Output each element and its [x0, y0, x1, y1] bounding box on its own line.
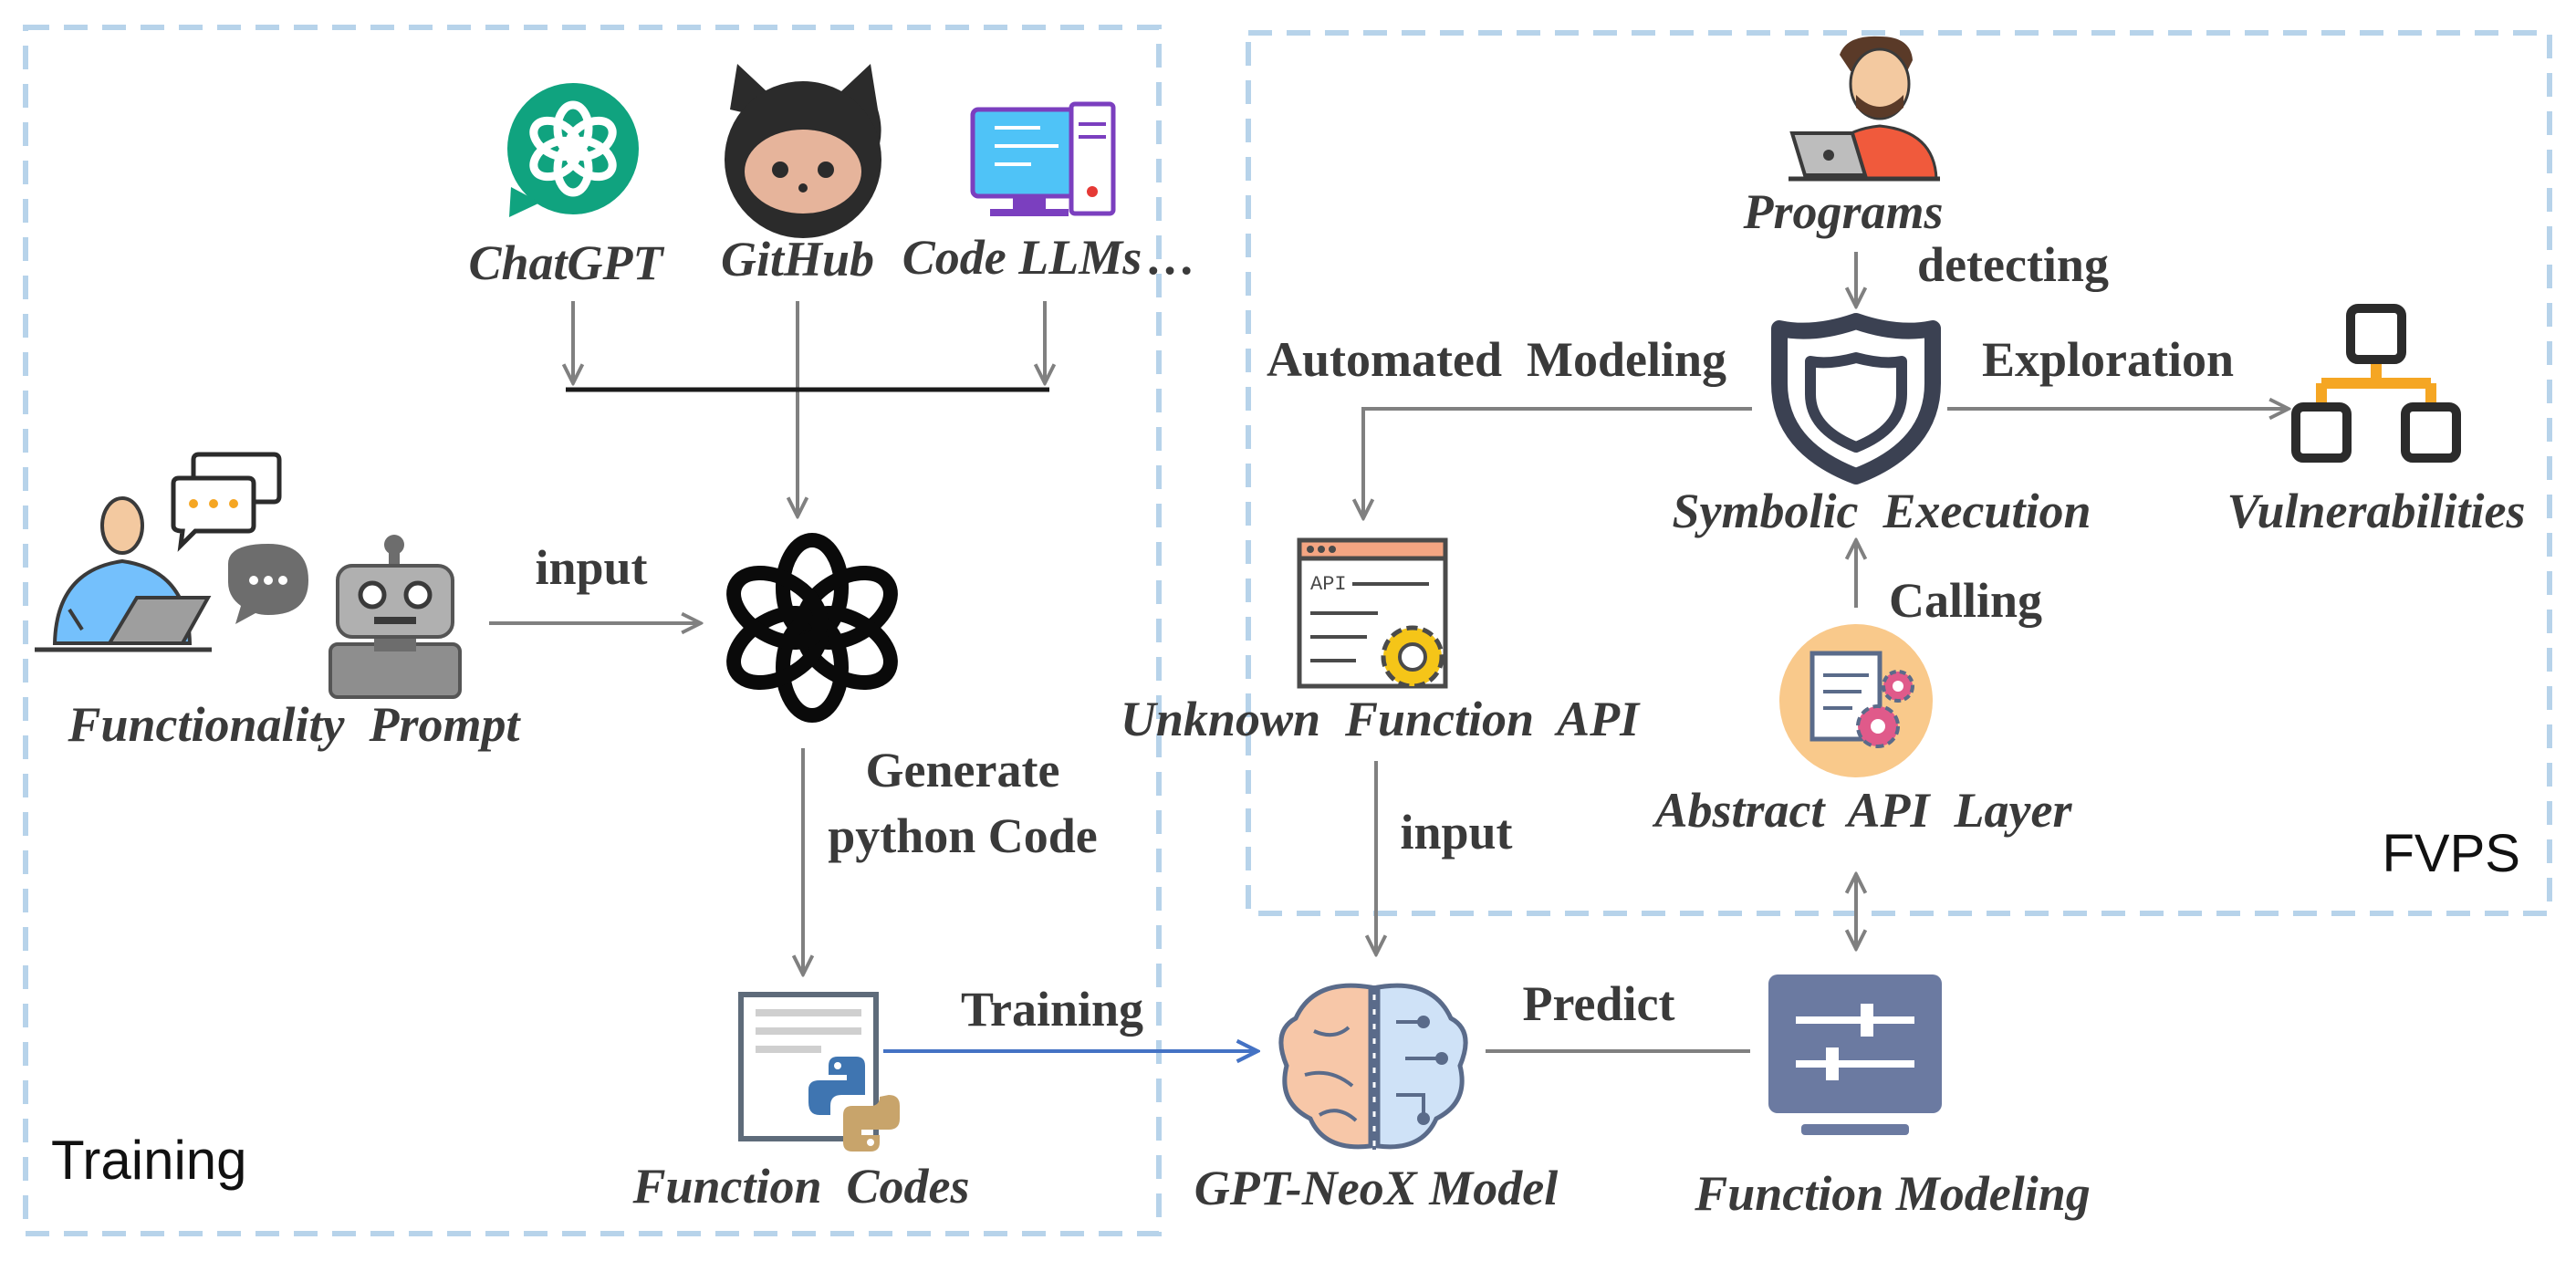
prompt-input-label: input — [535, 540, 647, 595]
fvps-region-border — [1246, 30, 2552, 916]
predict-label: Predict — [1523, 976, 1675, 1031]
detecting-label: detecting — [1917, 237, 2109, 292]
generate-label-line2: python Code — [828, 808, 1098, 863]
unknown-function-api-label: Unknown Function API — [1121, 692, 1641, 746]
generate-label-line1: Generate — [866, 743, 1060, 797]
robot-icon — [329, 535, 462, 699]
function-codes-label: Function Codes — [631, 1159, 969, 1214]
abstract-api-layer-label: Abstract API Layer — [1653, 783, 2073, 838]
shield-icon — [1771, 313, 1941, 485]
training-region-border — [23, 25, 1162, 1236]
api-window-icon: API — [1297, 537, 1448, 689]
automated-modeling-label: Automated Modeling — [1267, 332, 1726, 387]
abstract-api-layer-icon — [1779, 624, 1933, 777]
code-llms-computer-icon — [970, 101, 1116, 216]
calling-label: Calling — [1889, 573, 2042, 628]
network-hierarchy-icon — [2291, 304, 2461, 463]
training-arrow-label: Training — [961, 982, 1143, 1037]
openai-knot-icon — [726, 533, 898, 723]
programs-label: Programs — [1742, 184, 1943, 239]
chatgpt-icon — [507, 83, 639, 217]
chat-bubbles-icon — [171, 452, 308, 624]
code-llms-label: Code LLMs — [902, 230, 1142, 285]
functionality-prompt-label: Functionality Prompt — [67, 697, 521, 752]
fvps-region-label: FVPS — [2383, 824, 2521, 883]
function-modeling-icon — [1768, 974, 1942, 1135]
automated-modeling-arrow — [1363, 407, 1752, 518]
python-document-icon — [738, 992, 900, 1152]
gpt-neox-label: GPT-NeoX Model — [1194, 1161, 1558, 1215]
training-region-label: Training — [51, 1130, 247, 1191]
github-icon — [725, 64, 881, 238]
api-window-text: API — [1310, 573, 1347, 596]
chatgpt-label: ChatGPT — [468, 235, 664, 290]
brain-model-icon — [1278, 983, 1468, 1150]
function-modeling-label: Function Modeling — [1694, 1166, 2091, 1221]
vulnerabilities-label: Vulnerabilities — [2227, 484, 2525, 538]
github-label: GitHub — [721, 232, 874, 287]
exploration-label: Exploration — [1982, 332, 2234, 387]
source-merge-arrows — [573, 301, 1045, 516]
api-input-label: input — [1400, 805, 1512, 860]
programmer-icon — [1789, 36, 1940, 182]
more-sources-ellipsis: … — [1145, 230, 1194, 285]
user-with-laptop-icon — [35, 496, 212, 652]
symbolic-execution-label: Symbolic Execution — [1673, 484, 2091, 538]
